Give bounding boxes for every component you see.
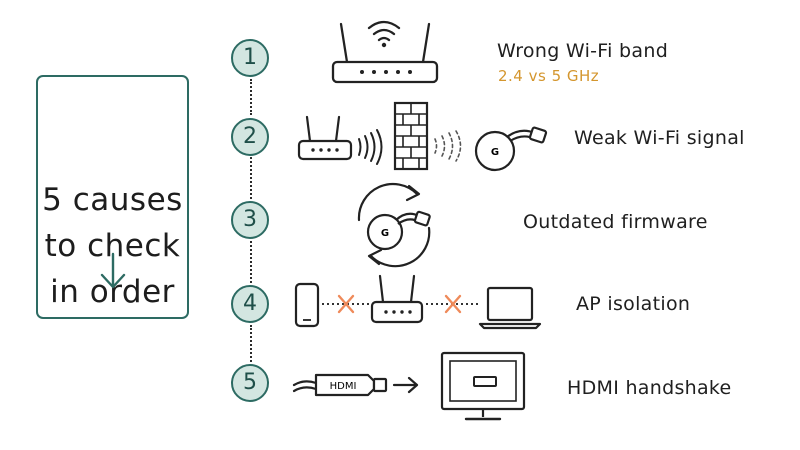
connector-1-2 xyxy=(250,79,252,115)
step-badge-1: 1 xyxy=(231,39,269,77)
step-3-icons: G xyxy=(357,183,431,268)
router-icon xyxy=(370,274,424,324)
signal-waves-strong-icon xyxy=(358,129,383,165)
wifi-router-icon xyxy=(331,20,439,84)
connector-2-3 xyxy=(250,157,252,199)
step-5-icons: HDMI xyxy=(292,351,526,421)
cross-icon xyxy=(444,294,462,314)
svg-text:G: G xyxy=(491,147,499,158)
step-badge-5: 5 xyxy=(231,364,269,402)
brick-wall-icon xyxy=(393,101,429,171)
hdmi-cable-label: HDMI xyxy=(330,381,357,392)
step-badge-4: 4 xyxy=(231,285,269,323)
chromecast-icon: G xyxy=(366,210,431,251)
signal-waves-weak-icon xyxy=(434,130,462,162)
step-4-icons xyxy=(294,274,542,330)
monitor-icon xyxy=(440,351,526,421)
step-label-3: Outdated firmware xyxy=(523,211,708,233)
title-line-1: 5 causes xyxy=(42,182,183,218)
step-label-1: Wrong Wi-Fi band xyxy=(497,40,669,62)
step-2-icons: G xyxy=(297,101,548,172)
step-sublabel-1: 2.4 vs 5 GHz xyxy=(498,67,600,85)
laptop-icon xyxy=(478,286,542,330)
arrow-right-icon xyxy=(392,376,419,394)
refresh-arrows-icon xyxy=(357,183,431,268)
cross-icon xyxy=(337,294,355,314)
step-label-4: AP isolation xyxy=(576,293,691,315)
svg-text:G: G xyxy=(381,228,389,239)
step-label-2: Weak Wi-Fi signal xyxy=(574,127,745,149)
down-arrow-icon xyxy=(100,252,126,289)
step-label-5: HDMI handshake xyxy=(567,377,732,399)
step-badge-3: 3 xyxy=(231,201,269,239)
step-badge-2: 2 xyxy=(231,118,269,156)
phone-icon xyxy=(294,282,320,328)
connector-3-4 xyxy=(250,241,252,283)
chromecast-icon: G xyxy=(474,126,548,172)
router-icon xyxy=(297,115,353,161)
connector-4-5 xyxy=(250,325,252,362)
hdmi-cable-icon: HDMI xyxy=(292,373,388,397)
